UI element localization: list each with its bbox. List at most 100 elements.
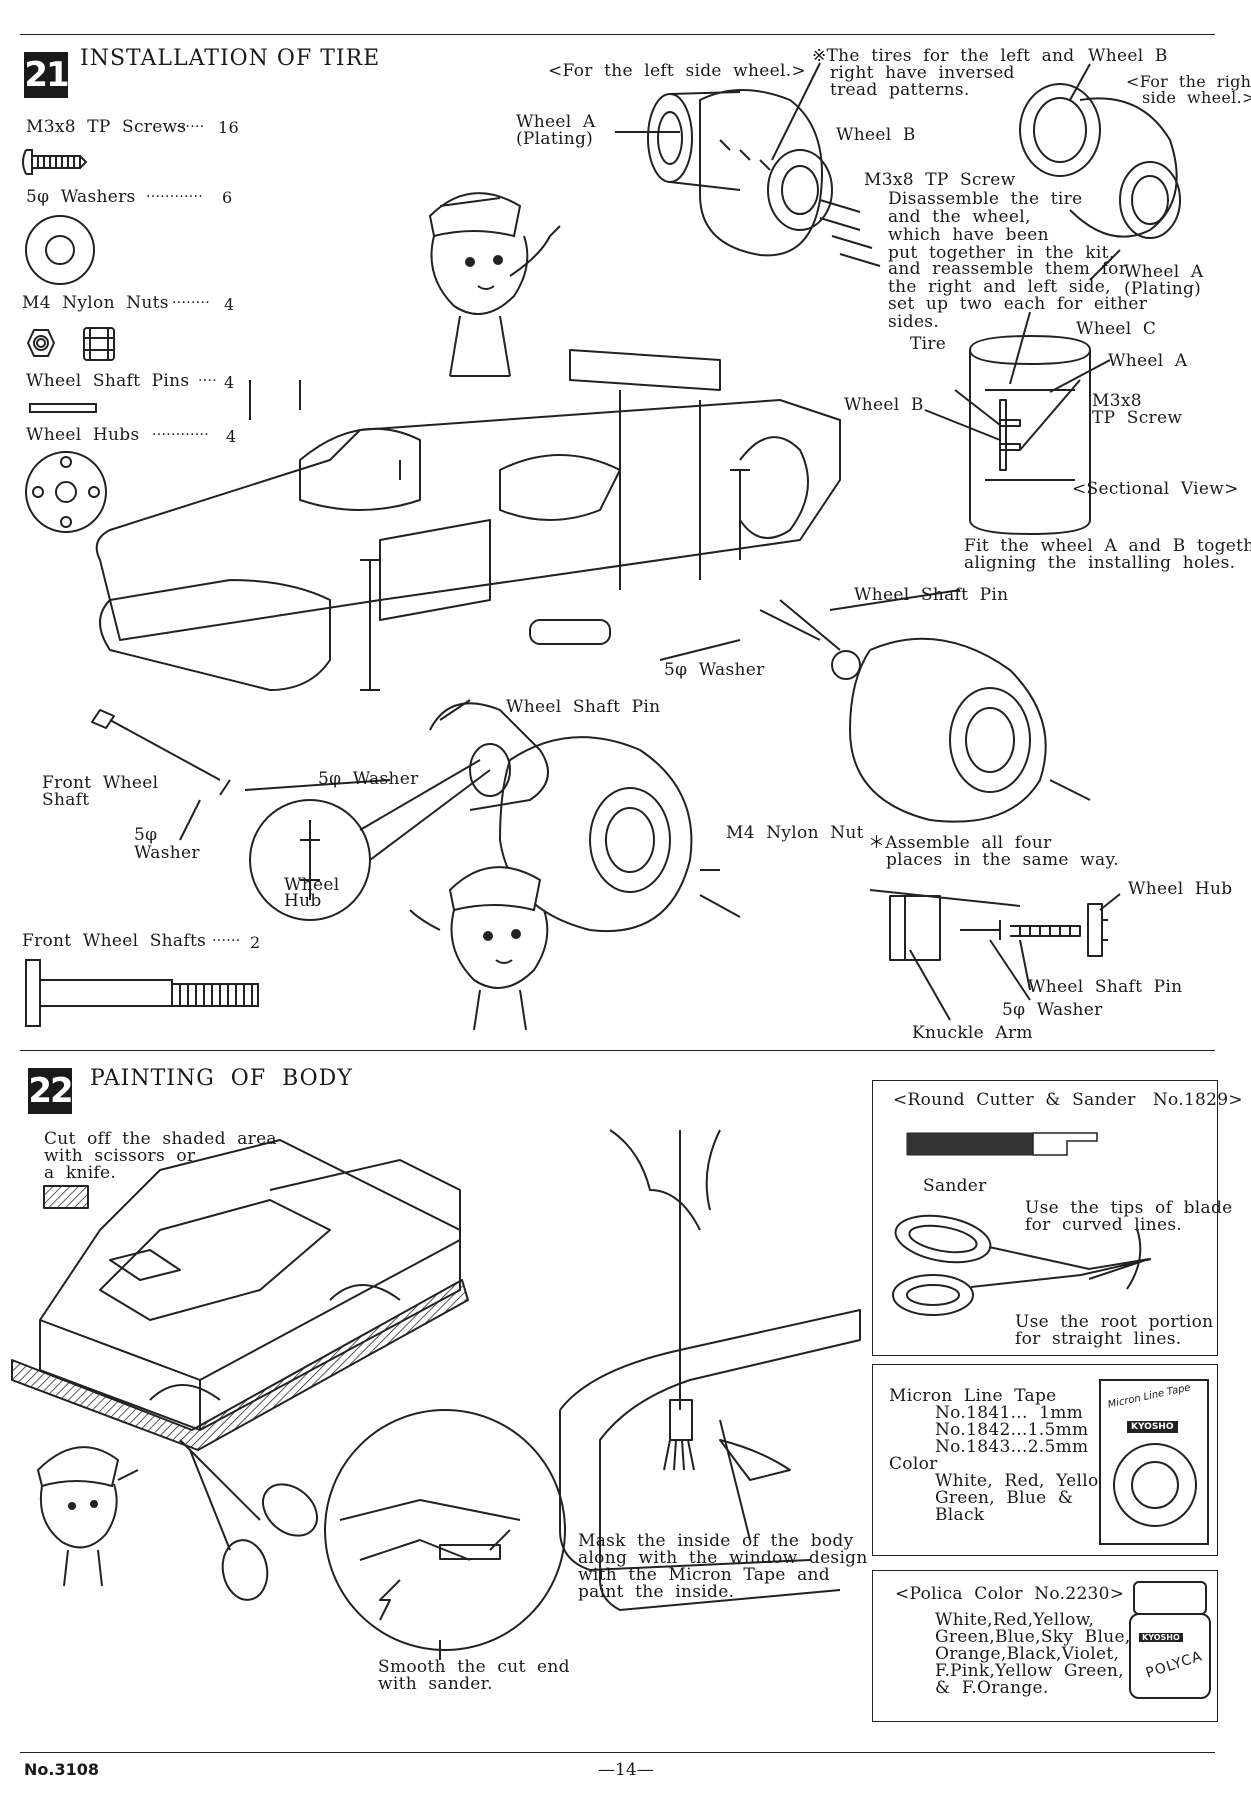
washer-label: Washer	[134, 843, 200, 863]
washer-label: 5φ Washer	[318, 769, 419, 789]
step-22-title: PAINTING OF BODY	[90, 1066, 353, 1091]
part-label-front-shafts: Front Wheel Shafts	[22, 931, 207, 951]
part-dots: ····	[198, 373, 218, 389]
wheel-hub-label-1: Wheel	[284, 875, 340, 895]
cutter-sander-box: <Round Cutter & Sander No.1829> Sander U…	[872, 1080, 1243, 1356]
tape-box-title: Micron Line Tape	[889, 1386, 1057, 1406]
note-line: and the wheel,	[888, 207, 1031, 227]
front-shaft-icon	[25, 959, 259, 1027]
front-wheel-shaft-label-2: Shaft	[42, 790, 90, 810]
sectional-view-label: <Sectional View>	[1072, 479, 1239, 499]
inversed-tread-note-2: right have inversed	[830, 63, 1015, 83]
wheel-c-label: Wheel C	[1076, 319, 1157, 339]
assemble-note-2: places in the same way.	[886, 850, 1119, 870]
exploded-wheel-right	[1019, 83, 1181, 239]
washer-label: 5φ Washer	[664, 660, 765, 680]
part-label-washers: 5φ Washers	[26, 187, 136, 207]
section-divider	[20, 1050, 1215, 1051]
wheel-b-top-label: Wheel B	[1088, 46, 1168, 66]
paint-color-line: F.Pink,Yellow Green,	[935, 1661, 1124, 1681]
truck-chassis-illustration	[91, 62, 1181, 1021]
paint-brush-icon	[559, 1129, 861, 1611]
right-wheel-label-2: side wheel.>	[1142, 88, 1251, 107]
tape-package-label: Micron Line Tape	[1106, 1382, 1192, 1411]
tape-package-brand: KYOSHO	[1127, 1421, 1178, 1433]
part-dots: ············	[146, 189, 204, 205]
washer-icon	[25, 215, 95, 285]
wheel-shaft-pin-label: Wheel Shaft Pin	[854, 585, 1009, 605]
tp-screw-section-label: TP Screw	[1092, 408, 1183, 428]
wheel-shaft-pin-label: Wheel Shaft Pin	[506, 697, 661, 717]
mask-note-line: with the Micron Tape and	[578, 1565, 830, 1585]
part-qty: 4	[226, 427, 237, 446]
wheel-hub-detail-label: Wheel Hub	[1128, 879, 1233, 899]
note-line: and reassemble them for	[888, 259, 1128, 279]
inversed-tread-note-1: ※The tires for the left and	[812, 46, 1075, 66]
shaft-pin-icon	[29, 403, 97, 413]
sander-label: Sander	[923, 1176, 987, 1196]
tips-note-1: Use the tips of blade	[1025, 1198, 1233, 1218]
fit-wheels-note-2: aligning the installing holes.	[964, 553, 1236, 573]
tape-color-label: Color	[889, 1454, 938, 1474]
tape-size-item: No.1843...2.5mm	[935, 1437, 1089, 1457]
front-wheel-assembly	[91, 702, 741, 933]
part-qty: 6	[222, 188, 233, 207]
tips-note-2: for curved lines.	[1025, 1215, 1183, 1235]
part-label-nylon-nuts: M4 Nylon Nuts	[22, 293, 169, 313]
smooth-note-line: with sander.	[378, 1674, 493, 1694]
page-number: —14—	[598, 1760, 654, 1780]
note-line: which have been	[888, 225, 1049, 245]
part-label-screws: M3x8 TP Screws	[26, 117, 187, 137]
part-dots: ············	[152, 427, 210, 443]
assemble-note-1: ＊Assemble all four	[868, 833, 1052, 853]
chassis	[95, 349, 841, 691]
part-dots: ········	[172, 295, 211, 311]
tape-color-line: Black	[935, 1505, 985, 1525]
tire-label: Tire	[910, 334, 947, 354]
section-view	[924, 311, 1111, 535]
washer-detail-label: 5φ Washer	[1002, 1000, 1103, 1020]
rear-wheel-assembly	[779, 599, 1091, 823]
wheel-b-label: Wheel B	[836, 125, 916, 145]
root-note-2: for straight lines.	[1015, 1329, 1182, 1349]
truck-body	[11, 1139, 469, 1451]
paint-color-line: & F.Orange.	[935, 1678, 1049, 1698]
wheel-b-section-label: Wheel B	[844, 395, 924, 415]
wheel-a-label: Wheel A	[516, 112, 596, 132]
polica-color-box: <Polica Color No.2230> White,Red,Yellow,…	[872, 1570, 1218, 1722]
note-line: set up two each for either	[888, 294, 1148, 314]
body-painting-illustration	[11, 1129, 861, 1660]
note-line: the right and left side,	[888, 277, 1111, 297]
washer-label-phi: 5φ	[134, 825, 158, 845]
mask-note-line: paint the inside.	[578, 1582, 735, 1602]
part-qty: 16	[218, 118, 239, 137]
top-rule	[20, 34, 1215, 35]
tape-package-icon: Micron Line Tape KYOSHO	[1099, 1379, 1209, 1545]
paint-jar-brand: KYOSHO	[1139, 1633, 1183, 1642]
part-label-wheel-hubs: Wheel Hubs	[26, 425, 140, 445]
cut-note-line: Cut off the shaded area	[44, 1129, 277, 1149]
tape-color-line: Green, Blue &	[935, 1488, 1074, 1508]
m3x8-section-label: M3x8	[1092, 391, 1142, 411]
mascot-boy-icon	[36, 1446, 139, 1587]
inversed-tread-note-3: tread patterns.	[830, 80, 970, 100]
shaded-area-swatch	[43, 1185, 89, 1209]
mascot-boy-icon	[428, 192, 561, 377]
tape-color-line: White, Red, Yellow	[935, 1471, 1114, 1491]
wheel-a-right-label: Wheel A	[1124, 262, 1204, 282]
note-line: put together in the kit,	[888, 243, 1115, 263]
model-number: No.3108	[24, 1760, 99, 1779]
part-label-shaft-pins: Wheel Shaft Pins	[26, 371, 190, 391]
wheel-a-section-label: Wheel A	[1108, 351, 1188, 371]
paint-color-line: White,Red,Yellow,	[935, 1610, 1095, 1630]
screw-icon	[22, 149, 88, 175]
part-dots: ······	[212, 933, 241, 949]
scissors-icon	[179, 1439, 318, 1601]
sander-icon	[906, 1132, 1098, 1156]
wheel-shaft-pin-detail-label: Wheel Shaft Pin	[1028, 977, 1183, 997]
wheel-hub-label-2: Hub	[284, 891, 322, 911]
tape-size-item: No.1842...1.5mm	[935, 1420, 1089, 1440]
tape-roll-icon	[1113, 1443, 1197, 1527]
front-wheel-shaft-label-1: Front Wheel	[42, 773, 159, 793]
cutter-box-title: <Round Cutter & Sander No.1829>	[893, 1090, 1243, 1110]
